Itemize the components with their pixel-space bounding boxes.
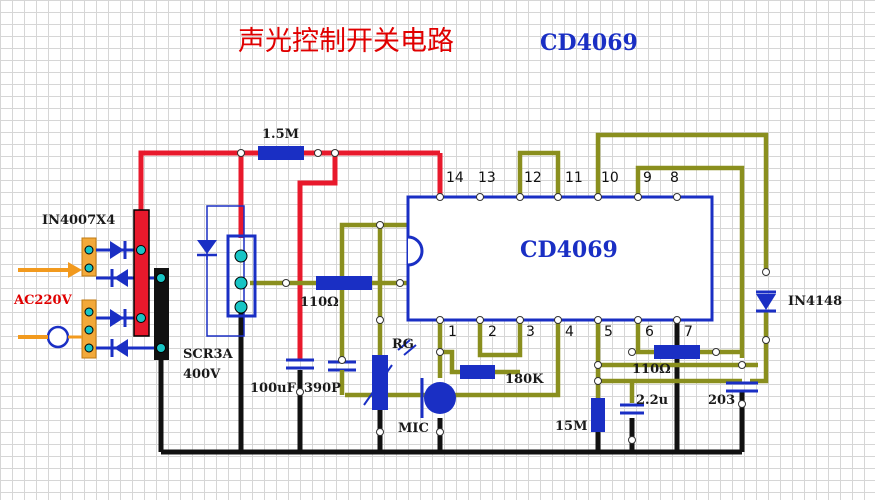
diode-in4148: IN4148 [756, 290, 842, 313]
resistor-180k-label: 180K [505, 372, 544, 387]
pin-8: 8 [670, 170, 679, 186]
pin-14: 14 [446, 170, 464, 186]
capacitor-203-label: 203 [708, 393, 735, 408]
resistor-110-low: 110Ω [632, 345, 700, 377]
ground-wires [158, 270, 745, 455]
diode-in4148-label: IN4148 [788, 294, 842, 309]
resistor-180k: 180K [460, 365, 544, 387]
capacitor-100uf-label: 100uF [250, 381, 297, 396]
junction-dots [237, 149, 770, 444]
resistor-110-low-label: 110Ω [632, 362, 671, 377]
pin-3: 3 [526, 324, 535, 340]
microphone: MIC [398, 378, 456, 436]
pin-7: 7 [684, 324, 693, 340]
pin-6: 6 [645, 324, 654, 340]
pin-2: 2 [488, 324, 497, 340]
resistor-15m: 15M [555, 398, 605, 434]
supply-wires [138, 150, 443, 360]
bridge-rectifier: IN4007X4 [42, 209, 169, 360]
capacitor-203: 203 [708, 381, 758, 408]
pin-1: 1 [448, 324, 457, 340]
bridge-label: IN4007X4 [42, 213, 115, 228]
resistor-110-mid-label: 110Ω [300, 295, 339, 310]
capacitor-2-2u: 2.2u [620, 393, 668, 415]
scr-label-2: 400V [183, 367, 221, 382]
scr-label-1: SCR3A [183, 347, 234, 362]
scr-thyristor: SCR3A 400V [183, 205, 257, 382]
pin-9: 9 [643, 170, 652, 186]
pin-12: 12 [524, 170, 542, 186]
capacitor-390p-label: 390P [304, 381, 341, 396]
capacitor-100uf: 100uF [250, 358, 314, 396]
pin-13: 13 [478, 170, 496, 186]
pin-5: 5 [604, 324, 613, 340]
photoresistor-rg: RG [363, 337, 417, 410]
capacitor-2-2u-label: 2.2u [636, 393, 668, 408]
pin-numbers-bottom: 1 2 3 4 5 6 7 [448, 324, 693, 340]
resistor-1-5m-label: 1.5M [262, 127, 299, 142]
pin-4: 4 [565, 324, 574, 340]
title-chinese: 声光控制开关电路 [238, 26, 454, 57]
mic-label: MIC [398, 421, 429, 436]
resistor-15m-label: 15M [555, 419, 587, 434]
ac-input: AC220V [13, 262, 82, 349]
photoresistor-label: RG [392, 337, 414, 352]
pin-11: 11 [565, 170, 583, 186]
chip-label: CD4069 [520, 237, 618, 263]
ic-cd4069: CD4069 [406, 195, 714, 322]
pin-numbers-top: 14 13 12 11 10 9 8 [446, 170, 679, 186]
pin-10: 10 [601, 170, 619, 186]
resistor-110-mid: 110Ω [300, 276, 372, 310]
title-chip: CD4069 [540, 30, 638, 56]
capacitor-390p: 390P [304, 360, 356, 396]
resistor-1-5m: 1.5M [258, 127, 304, 160]
ac-label: AC220V [13, 293, 73, 308]
